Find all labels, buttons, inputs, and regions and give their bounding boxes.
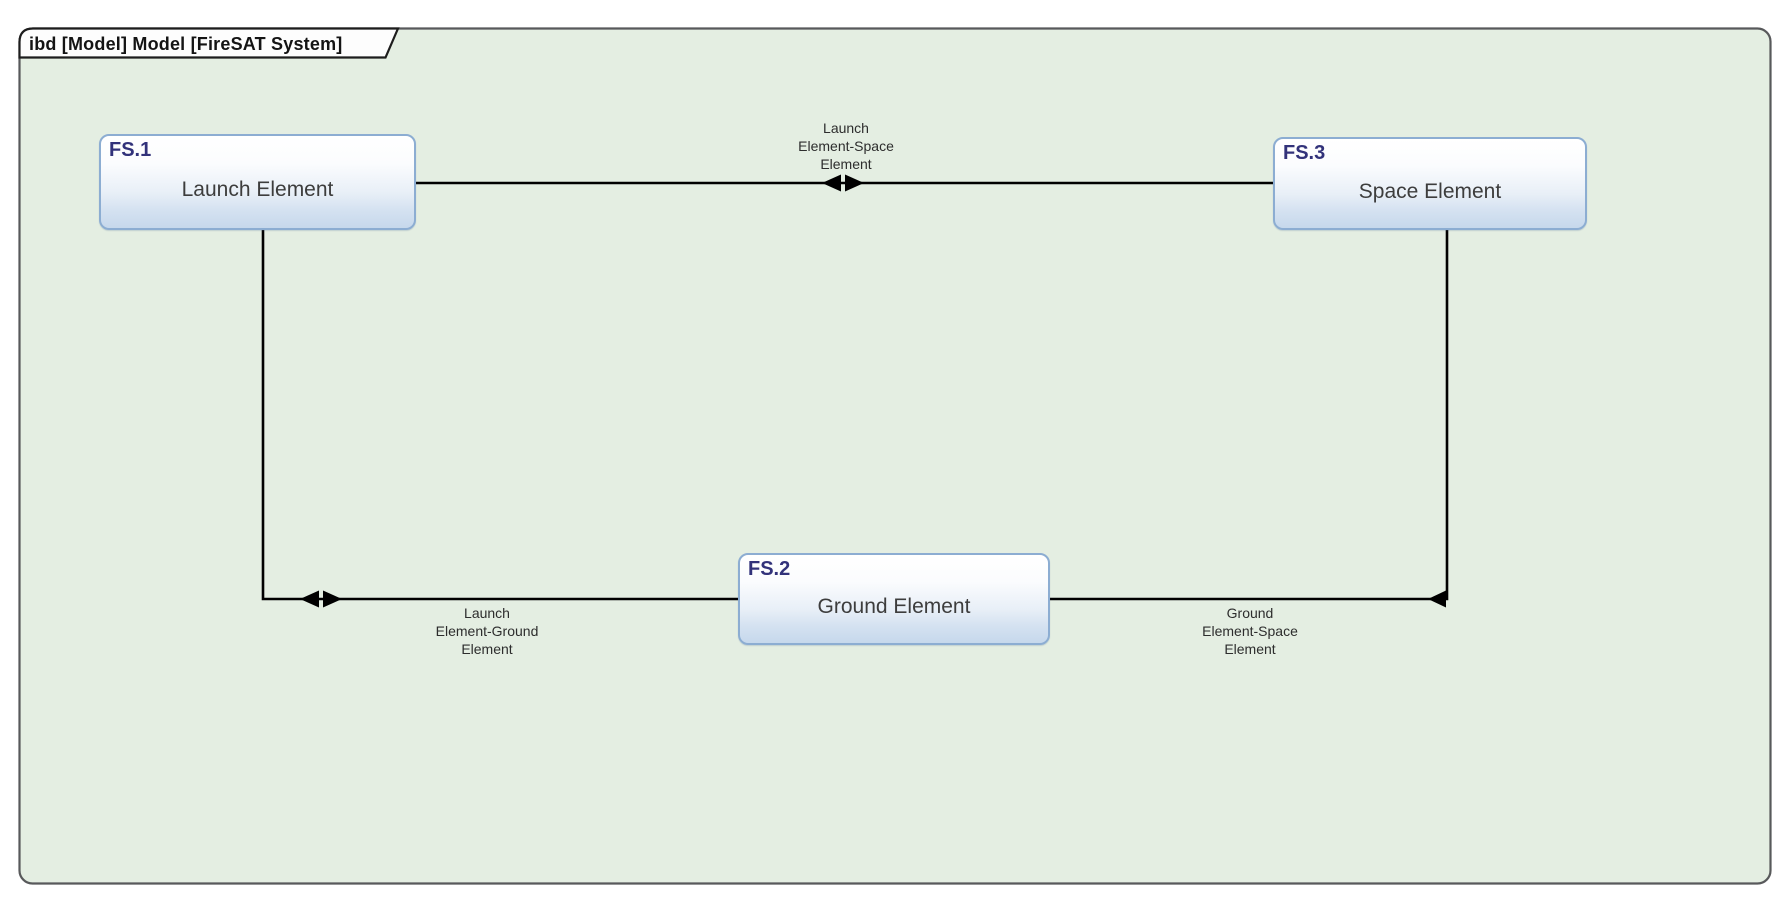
bidirectional-flow-arrows-icon xyxy=(300,590,342,608)
connector-label-launch-space[interactable]: Launch Element-Space Element xyxy=(798,120,894,172)
diagram-frame-title: ibd [Model] Model [FireSAT System] xyxy=(29,34,343,54)
bidirectional-flow-arrows-icon xyxy=(822,174,864,192)
diagram-frame xyxy=(18,27,1772,885)
block-id-label: FS.3 xyxy=(1283,142,1326,164)
block-name-label: Ground Element xyxy=(817,595,971,618)
block-id-label: FS.1 xyxy=(109,139,152,161)
diagram-title-tab xyxy=(18,27,400,59)
block-name-label: Space Element xyxy=(1358,179,1502,203)
connector-label-launch-ground[interactable]: Launch Element-Ground Element xyxy=(435,605,539,657)
connector-label-ground-space[interactable]: Ground Element-Space Element xyxy=(1202,605,1298,657)
block-ground-element[interactable]: FS.2 Ground Element xyxy=(738,553,1050,645)
connector-launch-ground[interactable] xyxy=(261,230,738,601)
block-id-label: FS.2 xyxy=(748,558,791,580)
flow-arrowhead-icon xyxy=(1428,590,1446,608)
block-space-element[interactable]: FS.3 Space Element xyxy=(1273,137,1587,230)
connector-ground-space[interactable] xyxy=(1050,230,1449,601)
block-name-label: Launch Element xyxy=(181,178,334,201)
block-launch-element[interactable]: FS.1 Launch Element xyxy=(99,134,416,230)
